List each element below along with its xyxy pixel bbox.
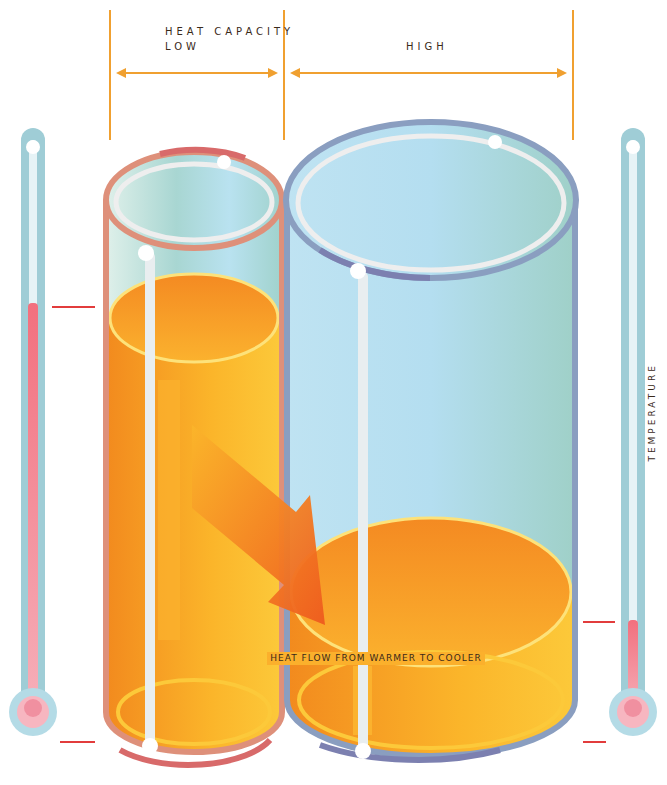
thermometer-left bbox=[9, 128, 95, 742]
capacity-bracket bbox=[110, 10, 573, 140]
heat-flow-arrow bbox=[192, 425, 325, 625]
axis-label: HIGH bbox=[406, 41, 448, 53]
flow-caption: HEAT FLOW FROM WARMER TO COOLER bbox=[267, 652, 484, 665]
axis-title: HEAT CAPACITY bbox=[165, 26, 294, 38]
thermometer-right bbox=[583, 128, 657, 742]
axis-label: LOW bbox=[165, 41, 200, 53]
axis-title: TEMPERATURE bbox=[647, 363, 658, 461]
